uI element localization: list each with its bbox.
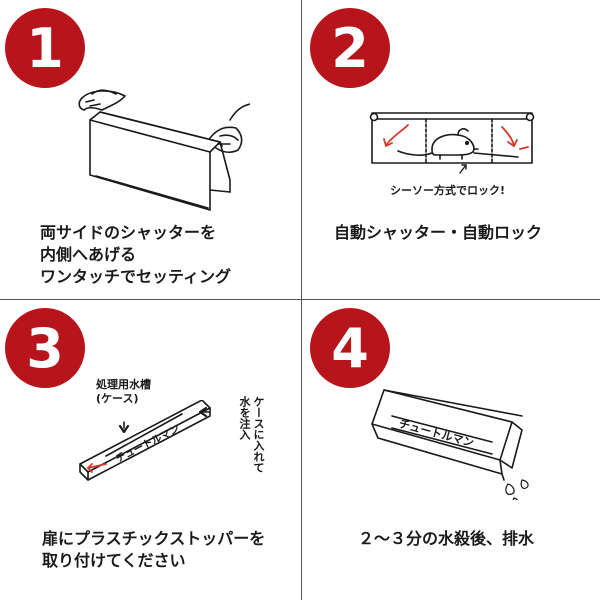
trap-mouse-illustration	[369, 112, 535, 174]
caption-line: 両サイドのシャッターを	[40, 223, 217, 242]
caption-line: 内側へあげる	[40, 245, 137, 264]
draining-case-illustration	[371, 389, 529, 500]
step-number-badge: 3	[5, 308, 85, 388]
step-caption: 自動シャッター・自動ロック	[334, 222, 542, 244]
pour-water-label-2: 水を注入	[238, 396, 251, 440]
caption-line: 取り付けてください	[42, 551, 186, 570]
step-caption: 両サイドのシャッターを 内側へあげる ワンタッチでセッティング	[40, 222, 231, 288]
step-number-badge: 1	[5, 8, 85, 88]
step-number-badge: 4	[310, 308, 390, 388]
caption-line: 扉にプラスチックストッパーを	[42, 529, 266, 548]
caption-line: 自動シャッター・自動ロック	[334, 223, 543, 242]
step-caption: ２～３分の水殺後、排水	[358, 528, 534, 550]
illustration-label: シーソー方式でロック!	[390, 184, 506, 197]
water-tank-label: 処理用水槽 (ケース)	[96, 378, 151, 406]
case-stopper-illustration	[79, 400, 211, 481]
step-caption: 扉にプラスチックストッパーを 取り付けてください	[42, 528, 265, 572]
water-tank-label-sub: (ケース)	[96, 392, 139, 405]
water-tank-label-text: 処理用水槽	[96, 378, 151, 391]
step-panel-2: 2	[302, 0, 600, 300]
step-panel-3: 3 処理用水槽 (ケース) チュートルマン ケースに入れて 水を注入	[0, 300, 300, 600]
step-panel-4: 4 チュートルマン ２～３分の水殺後、排水	[302, 300, 600, 600]
step-panel-1: 1 両サイドのシャッターを 内側へあげる ワンタッチでセッティング	[0, 0, 300, 300]
pour-water-label-1: ケースに入れて	[252, 396, 265, 473]
caption-line: ２～３分の水殺後、排水	[358, 529, 535, 548]
horizontal-divider	[0, 299, 600, 300]
step-number-badge: 2	[310, 8, 390, 88]
caption-line: ワンタッチでセッティング	[40, 267, 232, 286]
vertical-divider	[301, 0, 302, 600]
trap-open-illustration	[78, 89, 250, 211]
